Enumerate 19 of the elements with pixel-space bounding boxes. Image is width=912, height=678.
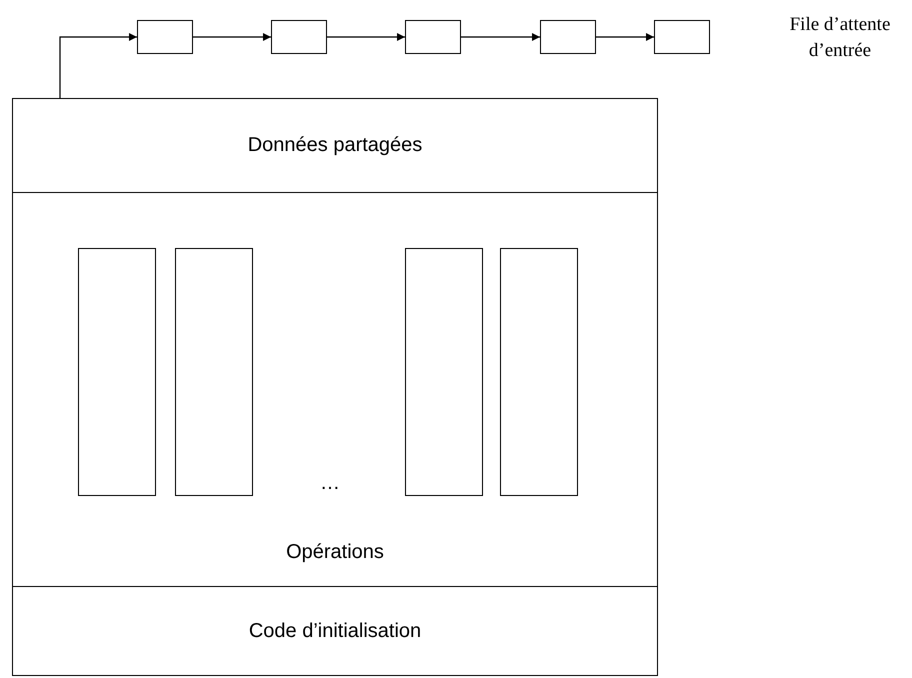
arrow xyxy=(596,33,654,41)
section-title: Opérations xyxy=(286,541,384,564)
operation-box xyxy=(78,248,156,496)
arrow xyxy=(327,33,405,41)
arrow xyxy=(461,33,540,41)
queue-slot-box xyxy=(137,20,193,54)
ellipsis-text: … xyxy=(319,471,341,496)
queue-slot-box xyxy=(540,20,596,54)
operation-box xyxy=(405,248,483,496)
section-title: Code d’initialisation xyxy=(248,620,422,642)
queue-slot-box xyxy=(271,20,327,54)
operation-box xyxy=(500,248,578,496)
arrow xyxy=(59,33,137,98)
queue-slot-box xyxy=(405,20,461,54)
queue-label: File d’attente d’entrée xyxy=(788,13,892,63)
arrow xyxy=(193,33,271,41)
operation-box xyxy=(175,248,253,496)
section-title: Données partagées xyxy=(248,134,422,157)
queue-slot-box xyxy=(654,20,710,54)
